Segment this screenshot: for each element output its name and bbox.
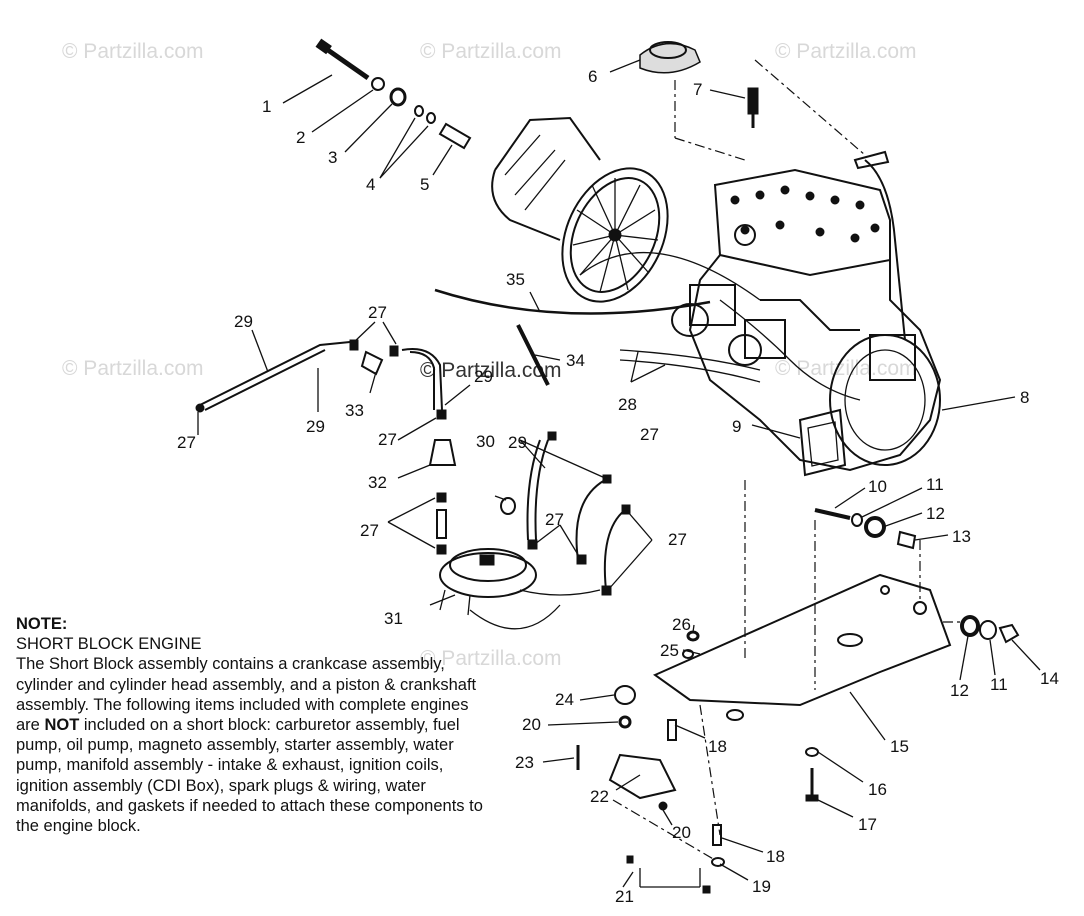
callout-18: 18 bbox=[766, 847, 785, 866]
callout-24: 24 bbox=[555, 690, 574, 709]
callout-6: 6 bbox=[588, 67, 597, 86]
callout-23: 23 bbox=[515, 753, 534, 772]
note-subheading: SHORT BLOCK ENGINE bbox=[16, 635, 202, 654]
callout-29: 29 bbox=[508, 433, 527, 452]
callout-9: 9 bbox=[732, 417, 741, 436]
callout-22: 22 bbox=[590, 787, 609, 806]
callout-27: 27 bbox=[360, 521, 379, 540]
leader-lines bbox=[197, 59, 1041, 888]
note-para-2: included on a short block: carburetor as… bbox=[16, 716, 483, 836]
callout-13: 13 bbox=[952, 527, 971, 546]
callout-4: 4 bbox=[366, 175, 375, 194]
callout-8: 8 bbox=[1020, 388, 1029, 407]
callout-labels: 1 2 3 4 5 6 7 8 9 10 11 12 13 12 11 14 1… bbox=[177, 67, 1059, 906]
callout-5: 5 bbox=[420, 175, 429, 194]
callout-15: 15 bbox=[890, 737, 909, 756]
callout-12: 12 bbox=[950, 681, 969, 700]
callout-33: 33 bbox=[345, 401, 364, 420]
callout-27: 27 bbox=[378, 430, 397, 449]
short-block-note: NOTE: SHORT BLOCK ENGINE The Short Block… bbox=[16, 614, 486, 836]
note-bold-not: NOT bbox=[44, 716, 80, 735]
callout-11: 11 bbox=[990, 675, 1008, 694]
watermark: © Partzilla.com bbox=[420, 40, 562, 63]
callout-35: 35 bbox=[506, 270, 525, 289]
note-heading: NOTE: bbox=[16, 615, 68, 633]
watermarks: © Partzilla.com © Partzilla.com © Partzi… bbox=[62, 40, 917, 670]
callout-27: 27 bbox=[668, 530, 687, 549]
callout-26: 26 bbox=[672, 615, 691, 634]
callout-1: 1 bbox=[262, 97, 271, 116]
callout-30: 30 bbox=[476, 432, 495, 451]
callout-14: 14 bbox=[1040, 669, 1059, 688]
callout-34: 34 bbox=[566, 351, 585, 370]
callout-18: 18 bbox=[708, 737, 727, 756]
callout-17: 17 bbox=[858, 815, 877, 834]
callout-27: 27 bbox=[368, 303, 387, 322]
callout-16: 16 bbox=[868, 780, 887, 799]
note-para-1: The Short Block assembly contains a cran… bbox=[16, 655, 477, 735]
watermark: © Partzilla.com bbox=[775, 40, 917, 63]
engine-drawing bbox=[195, 38, 1020, 894]
note-body: The Short Block assembly contains a cran… bbox=[16, 654, 486, 836]
callout-31: 31 bbox=[384, 609, 403, 628]
callout-25: 25 bbox=[660, 641, 679, 660]
callout-29: 29 bbox=[306, 417, 325, 436]
callout-19: 19 bbox=[752, 877, 771, 896]
callout-20: 20 bbox=[522, 715, 541, 734]
callout-29: 29 bbox=[474, 367, 493, 386]
callout-3: 3 bbox=[328, 148, 337, 167]
watermark: © Partzilla.com bbox=[420, 647, 562, 670]
callout-27: 27 bbox=[640, 425, 659, 444]
callout-32: 32 bbox=[368, 473, 387, 492]
callout-28: 28 bbox=[618, 395, 637, 414]
watermark: © Partzilla.com bbox=[62, 40, 204, 63]
callout-10: 10 bbox=[868, 477, 887, 496]
callout-21: 21 bbox=[615, 887, 634, 906]
callout-2: 2 bbox=[296, 128, 305, 147]
callout-20: 20 bbox=[672, 823, 691, 842]
callout-27: 27 bbox=[177, 433, 196, 452]
callout-11: 11 bbox=[926, 475, 944, 494]
callout-27: 27 bbox=[545, 510, 564, 529]
callout-29: 29 bbox=[234, 312, 253, 331]
watermark: © Partzilla.com bbox=[62, 357, 204, 380]
callout-7: 7 bbox=[693, 80, 702, 99]
watermark: © Partzilla.com bbox=[775, 357, 917, 380]
callout-12: 12 bbox=[926, 504, 945, 523]
watermark: © Partzilla.com bbox=[420, 359, 562, 382]
